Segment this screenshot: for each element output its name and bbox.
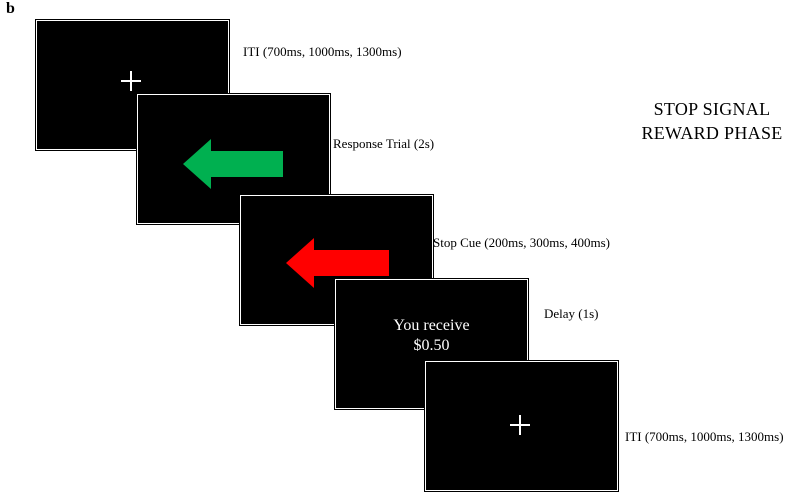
- delay-label: Delay (1s): [544, 306, 599, 321]
- panel-label: b: [6, 0, 15, 17]
- fixation-cross-icon: [510, 415, 530, 435]
- response-trial-label: Response Trial (2s): [333, 136, 435, 151]
- phase-title-line2: REWARD PHASE: [641, 123, 783, 143]
- reward-message-line1: You receive: [393, 317, 470, 334]
- iti-screen-2: [424, 360, 619, 492]
- reward-amount: $0.50: [413, 337, 450, 354]
- iti-label-2: ITI (700ms, 1000ms, 1300ms): [625, 429, 784, 444]
- red-left-arrow-icon: [286, 238, 389, 288]
- phase-title-line1: STOP SIGNAL: [653, 99, 771, 119]
- fixation-cross-icon: [121, 71, 141, 91]
- stop-cue-label: Stop Cue (200ms, 300ms, 400ms): [433, 235, 610, 250]
- green-left-arrow-icon: [183, 139, 283, 189]
- iti-label-1: ITI (700ms, 1000ms, 1300ms): [243, 44, 402, 59]
